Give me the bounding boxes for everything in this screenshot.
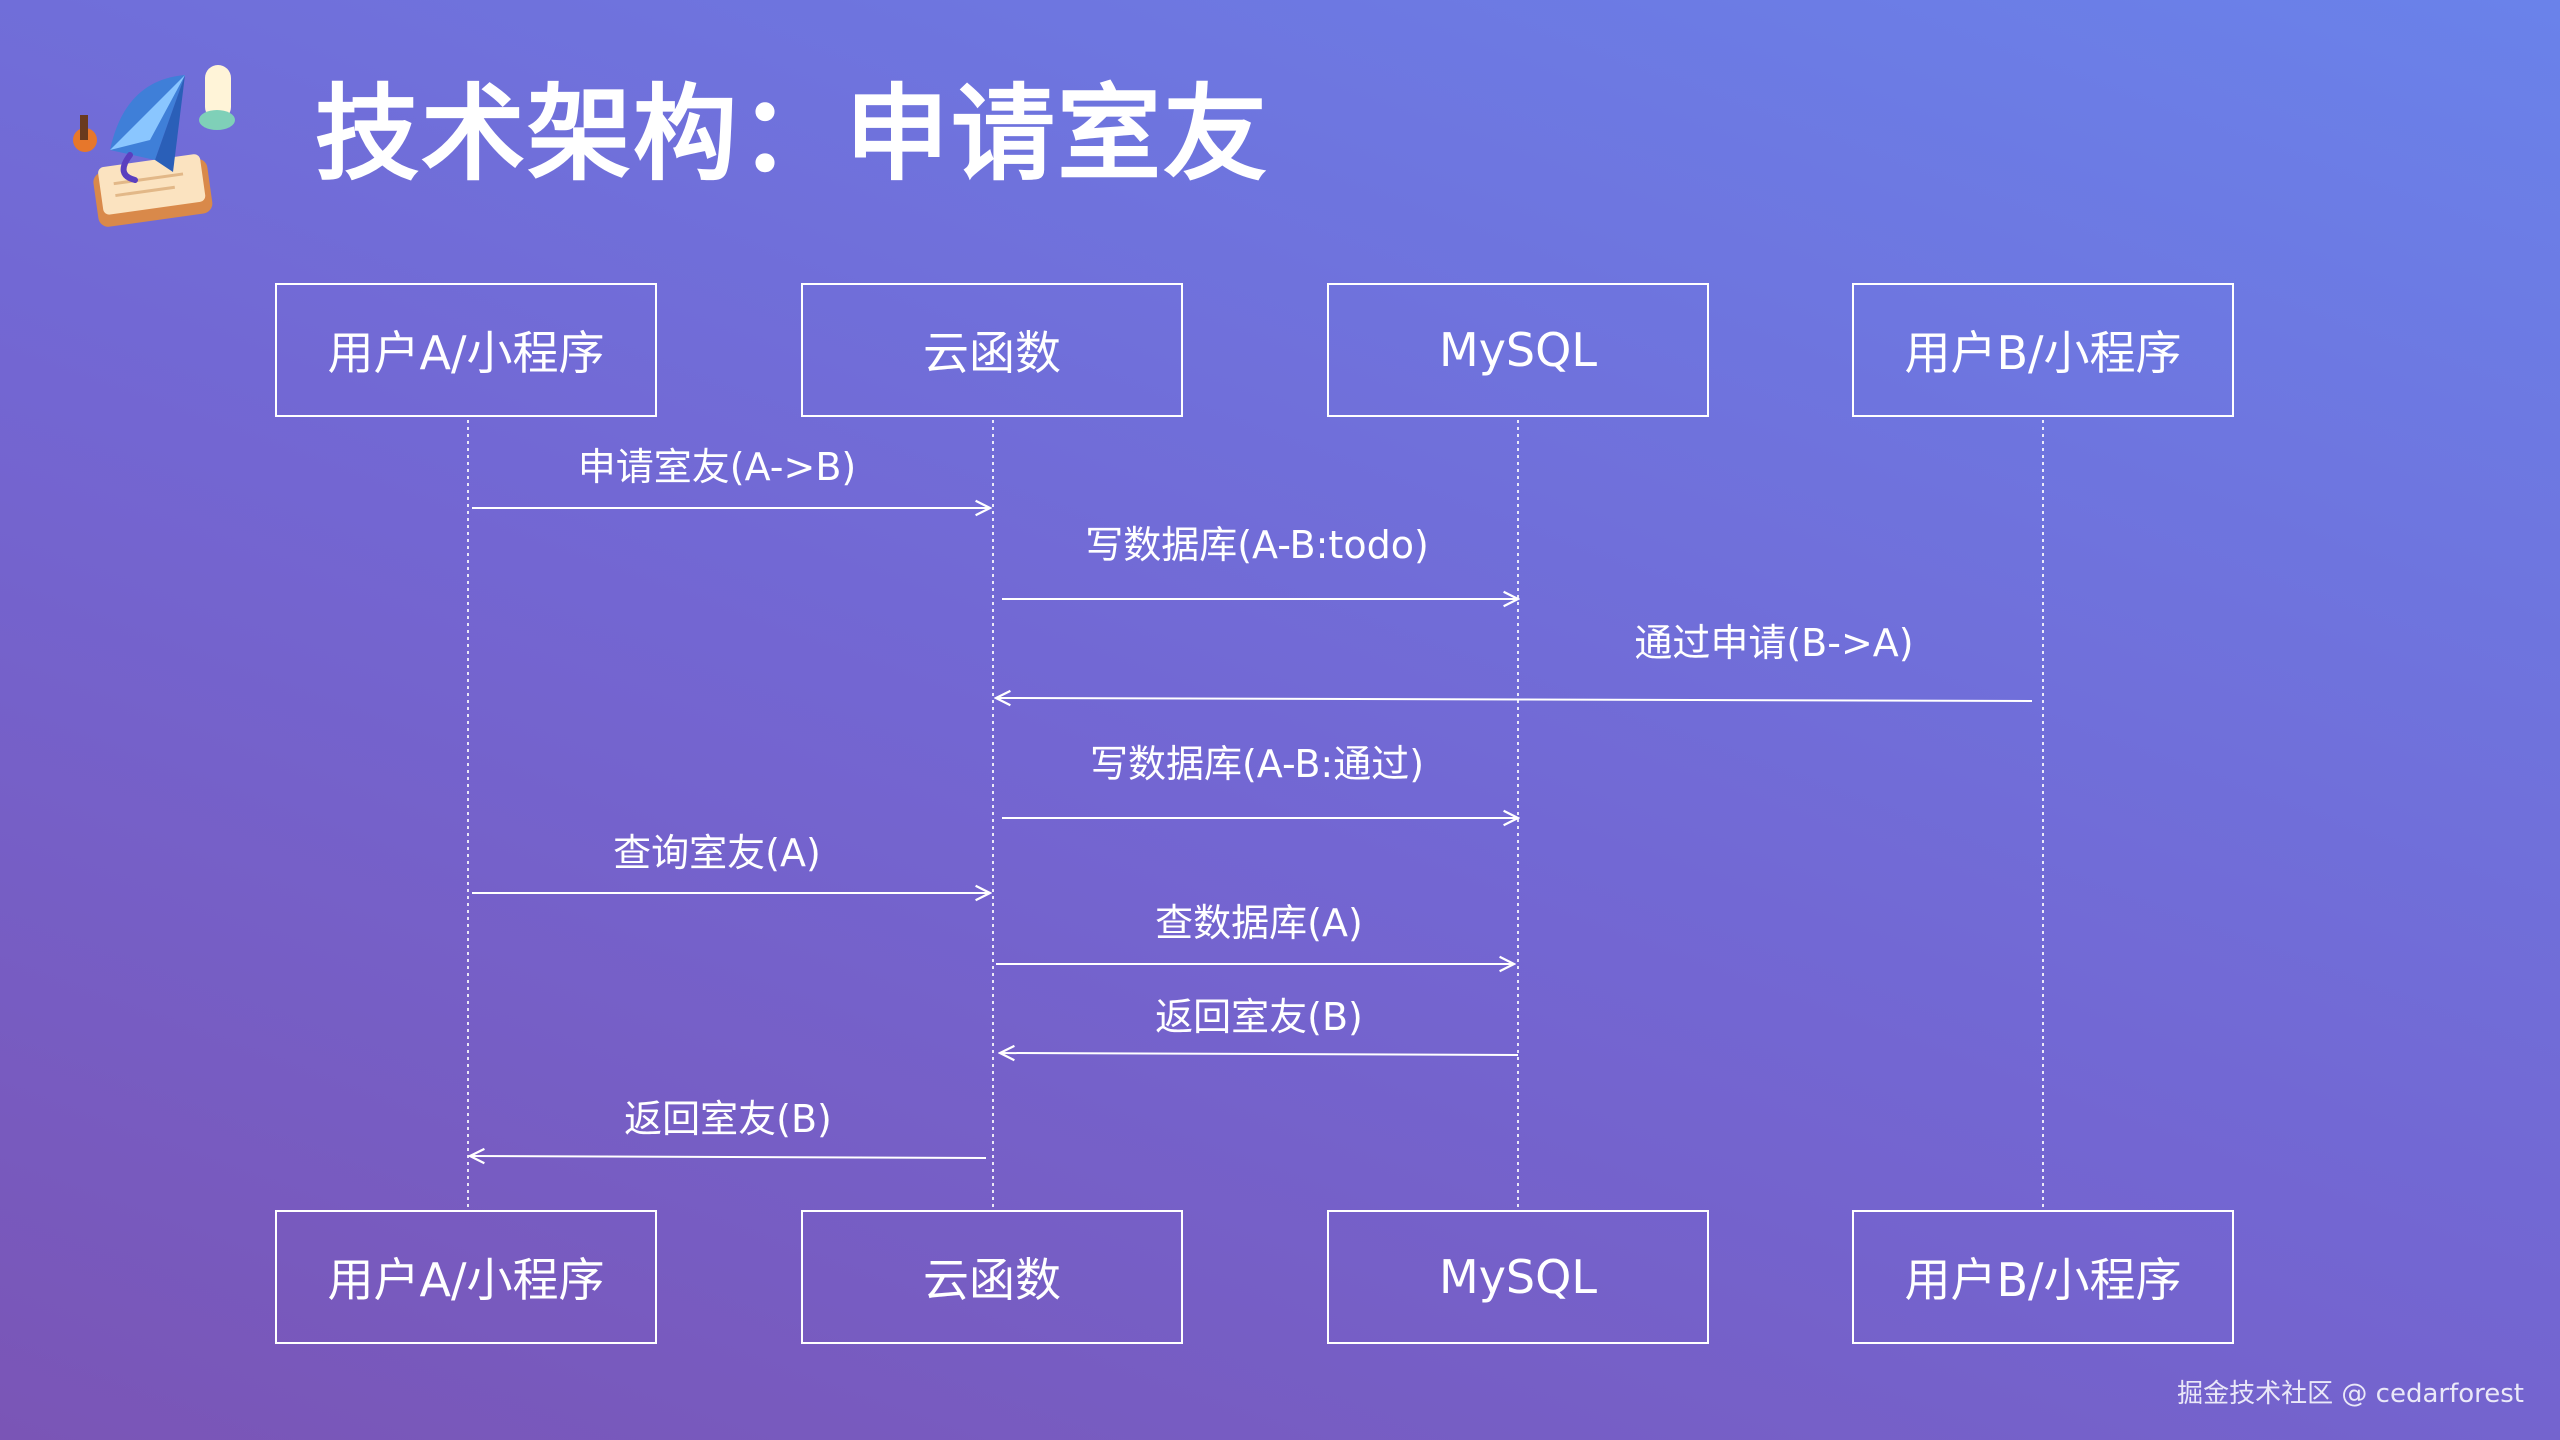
message-label-5: 查询室友(A) (613, 831, 821, 875)
watermark: 掘金技术社区 @ cedarforest (2177, 1379, 2524, 1409)
message-arrow-8 (470, 1156, 987, 1158)
message-label-6: 查数据库(A) (1155, 901, 1363, 945)
message-label-8: 返回室友(B) (624, 1097, 832, 1141)
participant-user-a-bottom: 用户A/小程序 (275, 1210, 657, 1344)
message-label-2: 写数据库(A-B:todo) (1085, 523, 1429, 567)
participant-user-b-top: 用户B/小程序 (1852, 283, 2234, 417)
participant-mysql-bottom: MySQL (1327, 1210, 1709, 1344)
participant-mysql-top: MySQL (1327, 283, 1709, 417)
participant-user-b-bottom: 用户B/小程序 (1852, 1210, 2234, 1344)
message-label-4: 写数据库(A-B:通过) (1089, 742, 1425, 786)
participant-cloud-function-bottom: 云函数 (801, 1210, 1183, 1344)
message-label-1: 申请室友(A->B) (577, 445, 857, 489)
participant-user-a-top: 用户A/小程序 (275, 283, 657, 417)
participant-cloud-function-top: 云函数 (801, 283, 1183, 417)
message-label-3: 通过申请(B->A) (1634, 621, 1914, 665)
page-title: 技术架构：申请室友 (315, 73, 1270, 195)
paper-plane-logo-icon (73, 65, 235, 227)
message-arrow-3 (996, 698, 2033, 701)
message-arrow-7 (1000, 1053, 1519, 1055)
message-label-7: 返回室友(B) (1155, 995, 1363, 1039)
